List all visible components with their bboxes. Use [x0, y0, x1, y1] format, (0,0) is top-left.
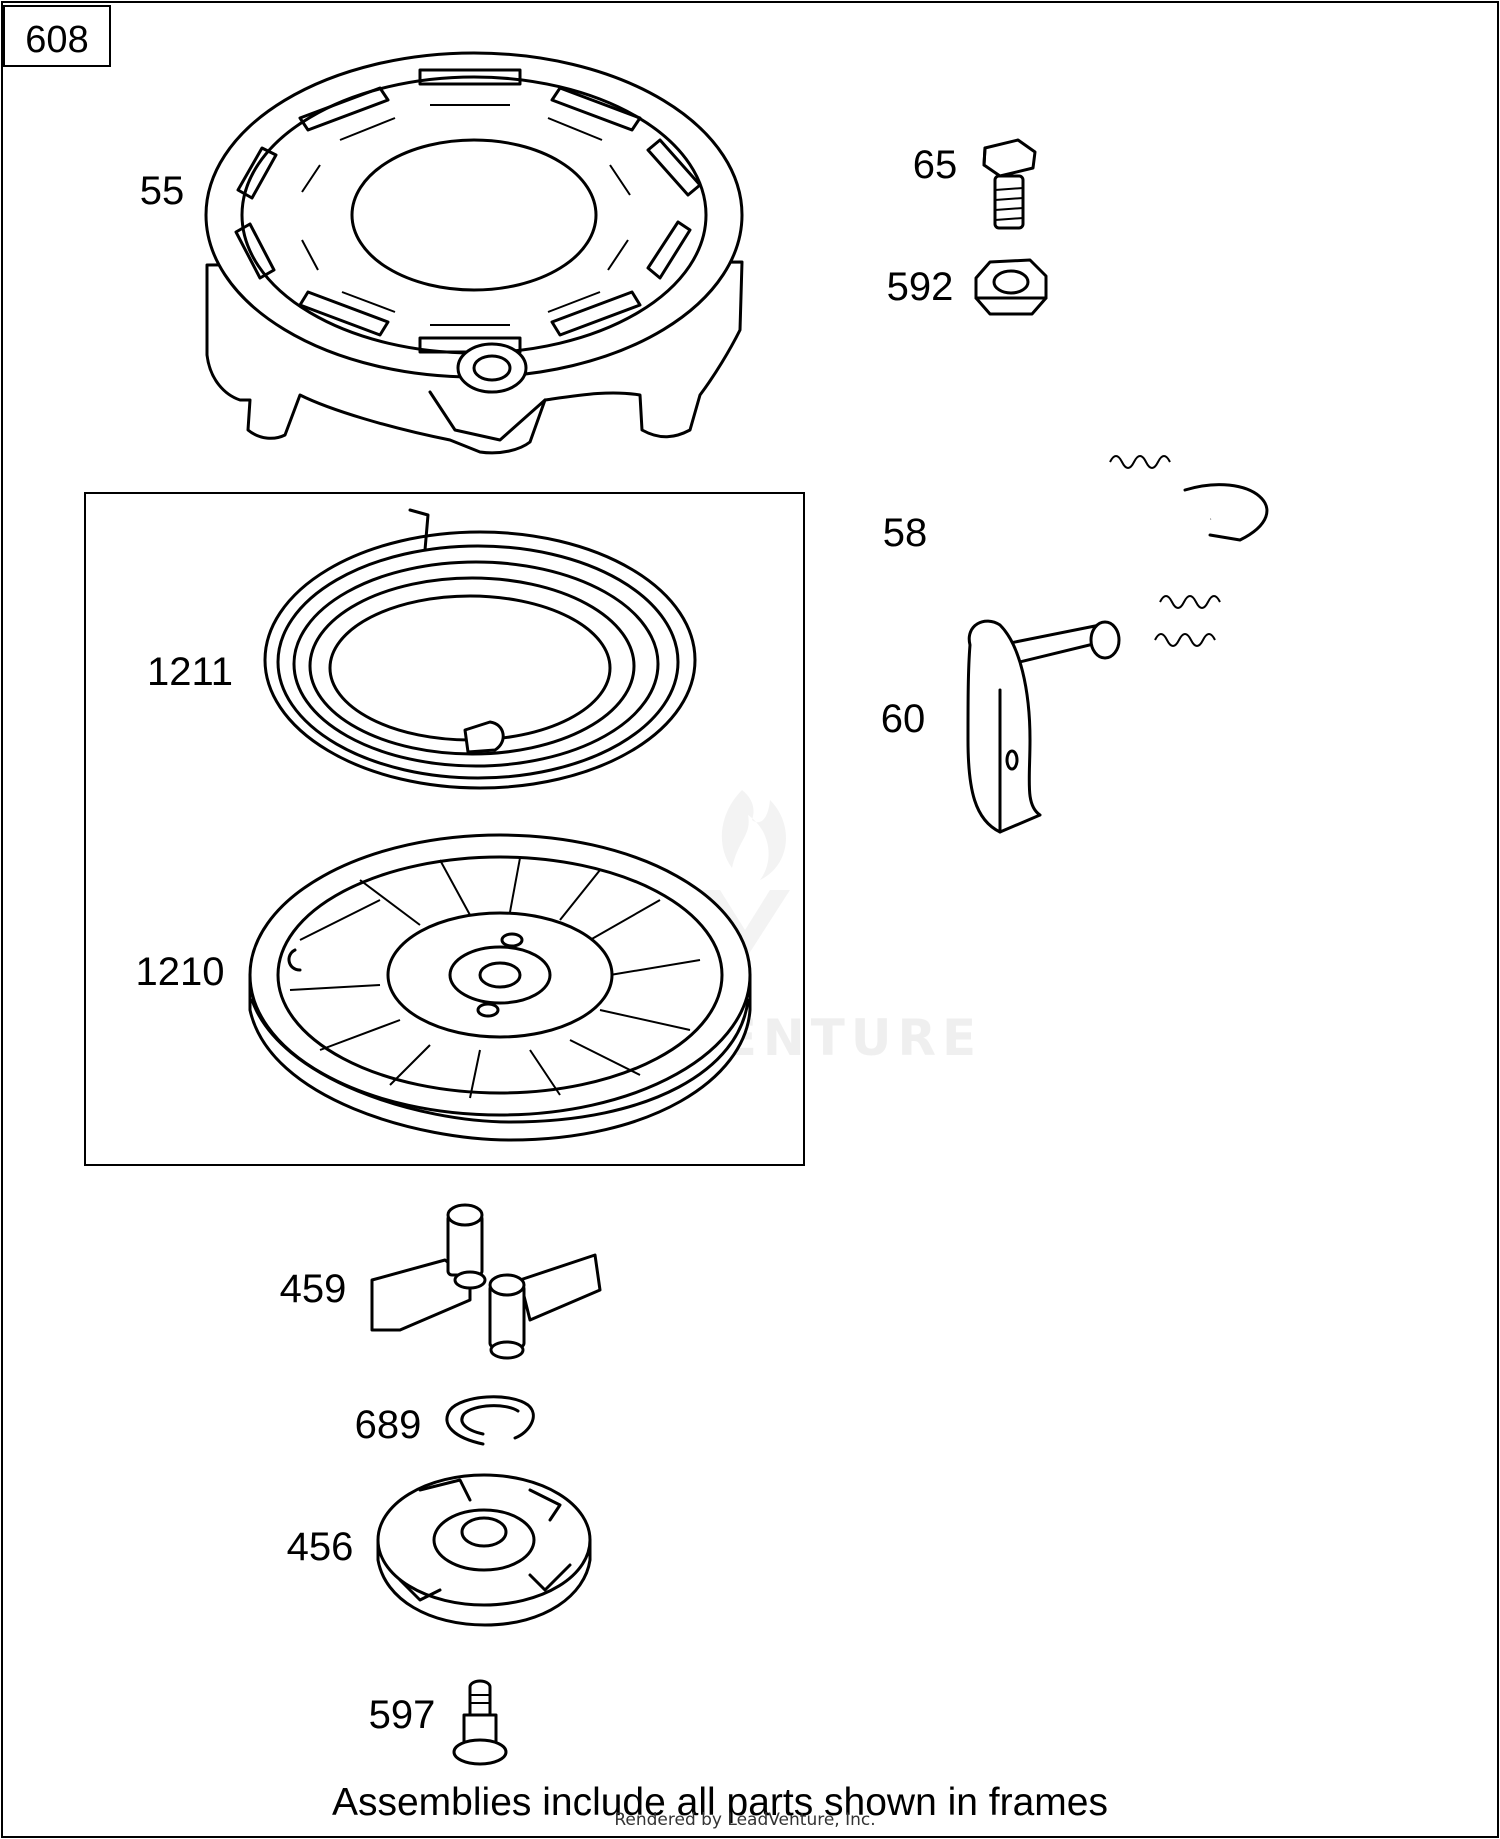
- label-part-689: 689: [355, 1403, 422, 1447]
- recoil-spring-part: [263, 508, 697, 790]
- starter-handle-part: [966, 619, 1121, 834]
- reference-number-box: 608: [3, 5, 111, 67]
- assembly-frame: [84, 492, 805, 1166]
- label-part-597: 597: [369, 1693, 436, 1737]
- nut-part: [974, 258, 1048, 316]
- label-part-1210: 1210: [136, 950, 225, 994]
- pawls-part: [370, 1203, 602, 1360]
- reference-number: 608: [25, 19, 88, 61]
- label-part-459: 459: [280, 1267, 347, 1311]
- label-part-60: 60: [881, 697, 926, 741]
- starter-rope-part: [927, 455, 1269, 647]
- label-part-456: 456: [287, 1525, 354, 1569]
- footer-note: Assemblies include all parts shown in fr…: [332, 1781, 1108, 1824]
- label-part-1211: 1211: [147, 650, 233, 694]
- starter-housing-part: [204, 51, 744, 455]
- bolt-part: [982, 138, 1037, 230]
- label-part-592: 592: [887, 265, 954, 309]
- label-part-65: 65: [913, 143, 958, 187]
- screw-part: [452, 1679, 508, 1766]
- pulley-part: [248, 833, 752, 1142]
- label-part-58: 58: [883, 511, 928, 555]
- ratchet-part: [376, 1473, 592, 1627]
- retainer-clip-part: [445, 1395, 535, 1446]
- credit-text: Rendered by LeadVenture, Inc.: [614, 1810, 875, 1830]
- label-part-55: 55: [140, 169, 185, 213]
